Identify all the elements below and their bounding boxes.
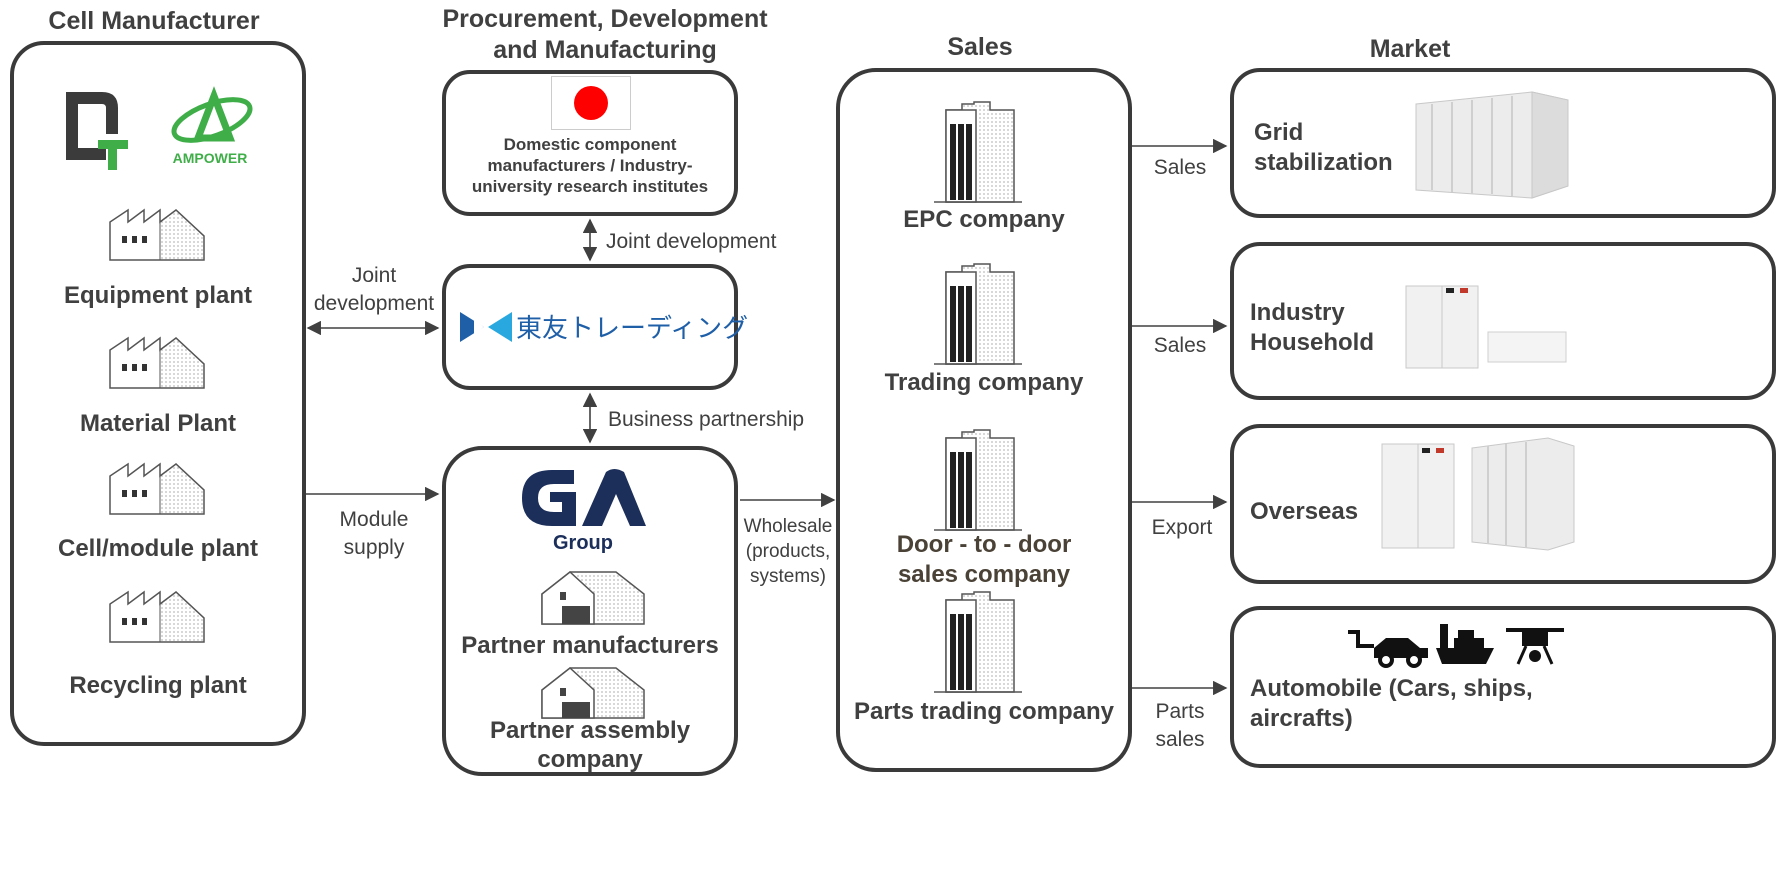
plant-cell-module: Cell/module plant xyxy=(57,535,258,562)
label-business-partnership: Business partnership xyxy=(608,408,805,431)
car-ship-drone-icon xyxy=(1348,624,1564,668)
market-item-industry: Industry Household xyxy=(1250,299,1374,356)
partner-assembly: Partner assembly company xyxy=(489,717,691,773)
ampower-logo-icon xyxy=(171,86,253,143)
plant-equipment: Equipment plant xyxy=(64,282,252,309)
market-item-grid: Grid stabilization xyxy=(1254,119,1393,176)
market-header: Market xyxy=(1369,35,1451,63)
warehouse-icon xyxy=(541,571,645,625)
cabinet-and-container-icon xyxy=(1381,437,1575,551)
sales-company-parts-trading: Parts trading company xyxy=(853,698,1115,725)
sales-company-epc: EPC company xyxy=(903,206,1065,233)
market-item-automobile: Automobile (Cars, ships, aircrafts) xyxy=(1250,675,1533,732)
plant-recycling: Recycling plant xyxy=(69,672,247,699)
sales-company-trading: Trading company xyxy=(884,369,1084,396)
factory-icon xyxy=(109,208,205,261)
market-box-automobile xyxy=(1230,606,1776,768)
market-item-overseas: Overseas xyxy=(1250,498,1359,525)
ampower-logo-text: AMPOWER xyxy=(172,150,248,166)
ga-group-text: Group xyxy=(553,532,613,554)
container-icon xyxy=(1415,91,1569,199)
toyu-logo-text: 東友トレーディング xyxy=(516,314,749,344)
procurement-header: Procurement, Development and Manufacturi… xyxy=(442,5,768,64)
label-wholesale: Wholesale (products, systems) xyxy=(743,516,833,587)
partner-manufacturers: Partner manufacturers xyxy=(461,632,719,659)
label-module-supply: Module supply xyxy=(339,508,409,559)
building-icon xyxy=(934,101,1022,203)
battery-cabinet-icon xyxy=(1405,285,1567,369)
factory-icon xyxy=(109,590,205,643)
label-export: Export xyxy=(1151,516,1213,539)
market-box-industry xyxy=(1230,242,1776,400)
label-parts-sales: Parts sales xyxy=(1155,700,1205,751)
building-icon xyxy=(934,429,1022,531)
sales-company-door-to-door: Door - to - door sales company xyxy=(896,531,1072,588)
domestic-label: Domestic component manufacturers / Indus… xyxy=(471,135,709,196)
cell-maker-logo-icon xyxy=(66,92,128,170)
cell-manufacturer-header: Cell Manufacturer xyxy=(48,7,260,35)
factory-icon xyxy=(109,336,205,389)
warehouse-icon xyxy=(541,667,645,719)
building-icon xyxy=(934,591,1022,693)
label-joint-development-top: Joint development xyxy=(606,230,777,253)
label-sales-1: Sales xyxy=(1153,156,1207,179)
sales-header: Sales xyxy=(947,33,1013,61)
label-joint-development-left: Joint development xyxy=(313,264,435,315)
label-sales-2: Sales xyxy=(1153,334,1207,357)
toyu-logo-icon xyxy=(460,312,512,342)
ga-group-logo-icon xyxy=(522,469,646,526)
factory-icon xyxy=(109,462,205,515)
building-icon xyxy=(934,263,1022,365)
plant-material: Material Plant xyxy=(79,410,237,437)
japan-flag-icon xyxy=(551,76,631,130)
